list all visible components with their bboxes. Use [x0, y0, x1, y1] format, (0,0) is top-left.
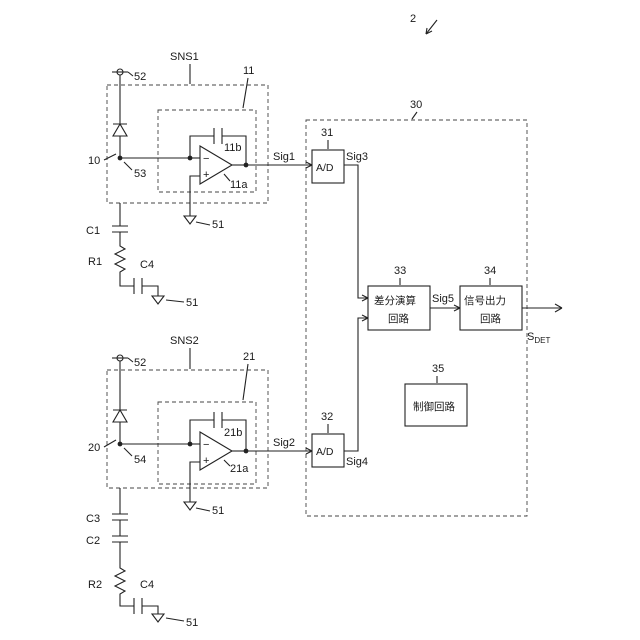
- node-53-label: 53: [134, 168, 146, 180]
- c4-1-label: C4: [140, 259, 154, 271]
- control-circuit-num: 35: [432, 363, 444, 375]
- processor-30: 30 A/D 31 Sig3 A/D 32 Sig4 差分演算 回路 33 Si…: [306, 99, 527, 516]
- sdet-sub: DET: [534, 336, 550, 345]
- sig4-wire: [344, 318, 368, 451]
- adc-31-num: 31: [321, 127, 333, 139]
- diff-circuit-line2: 回路: [388, 312, 409, 325]
- c4-1-ground-wire: [142, 286, 158, 296]
- adc-31-label: A/D: [316, 162, 334, 174]
- vdd-label-2: 52: [134, 357, 146, 369]
- sig1-label: Sig1: [273, 151, 295, 163]
- sdet-main: S: [527, 331, 534, 343]
- sig3-wire: [344, 165, 368, 298]
- amp-block-21-label: 21: [243, 351, 255, 363]
- photodiode-20-leader: [104, 440, 116, 447]
- adc-32-num: 32: [321, 411, 333, 423]
- cap-11b-label: 11b: [224, 142, 242, 154]
- photodiode-20-label: 20: [88, 442, 100, 454]
- opamp-21a-label: 21a: [230, 463, 249, 475]
- sensor-1: SNS1 11 52 10 53 11b − + 11a: [86, 51, 312, 309]
- ground-symbol-c4-1: [152, 296, 164, 304]
- ground-c4-2-leader: [166, 618, 184, 621]
- c2-label: C2: [86, 535, 100, 547]
- ground-amp-2-label: 51: [212, 505, 224, 517]
- sig4-label: Sig4: [346, 456, 368, 468]
- processor-leader: [412, 112, 417, 119]
- r1-label: R1: [88, 256, 102, 268]
- node-54-leader: [124, 448, 132, 456]
- output-circuit-line1: 信号出力: [464, 294, 506, 307]
- sig3-label: Sig3: [346, 151, 368, 163]
- ground-amp-1-leader: [196, 222, 210, 225]
- amp-block-11-leader: [243, 78, 248, 108]
- figure-ref: 2: [410, 13, 416, 25]
- ground-c4-1-leader: [166, 300, 184, 302]
- diff-circuit-line1: 差分演算: [374, 294, 416, 307]
- r2-label: R2: [88, 579, 102, 591]
- feedback-cap-21b: [214, 412, 222, 428]
- ground-amp-2-leader: [196, 508, 210, 511]
- ground-symbol-amp-2: [184, 502, 196, 510]
- sdet-label: SDET: [527, 331, 550, 345]
- vdd-leader-2: [128, 358, 133, 362]
- ground-c4-1-label: 51: [186, 297, 198, 309]
- control-circuit-label: 制御回路: [413, 400, 455, 413]
- sig2-label: Sig2: [273, 437, 295, 449]
- amp-block-21-leader: [243, 364, 248, 400]
- feedback-cap-11b: [214, 128, 222, 144]
- c1-label: C1: [86, 225, 100, 237]
- c4-2-label: C4: [140, 579, 154, 591]
- ground-symbol-c4-2: [152, 614, 164, 622]
- capacitor-c1: [112, 226, 128, 232]
- sns1-label: SNS1: [170, 51, 199, 63]
- diff-circuit-num: 33: [394, 265, 406, 277]
- c4-2-ground-wire: [142, 606, 158, 614]
- sns2-label: SNS2: [170, 335, 199, 347]
- ground-symbol-amp-1: [184, 216, 196, 224]
- vdd-label-1: 52: [134, 71, 146, 83]
- photodiode-10-leader: [104, 154, 116, 160]
- capacitor-c4-1: [134, 278, 142, 294]
- output-circuit-num: 34: [484, 265, 496, 277]
- c3-label: C3: [86, 513, 100, 525]
- sig5-label: Sig5: [432, 293, 454, 305]
- output-circuit-line2: 回路: [480, 312, 501, 325]
- amp-block-11-label: 11: [243, 65, 254, 77]
- capacitor-c3: [112, 514, 128, 520]
- resistor-r2: [115, 542, 134, 606]
- ground-c4-2-label: 51: [186, 617, 198, 629]
- figure-ref-arrow: [426, 20, 437, 34]
- photodiode-20: [113, 410, 127, 422]
- plus-input-ground-wire-1: [190, 176, 200, 216]
- node-53-leader: [124, 162, 132, 170]
- cap-21b-label: 21b: [224, 427, 242, 439]
- plus-input-ground-wire-2: [190, 462, 200, 502]
- adc-32-label: A/D: [316, 446, 334, 458]
- processor-label: 30: [410, 99, 422, 111]
- opamp-21a-minus: −: [203, 439, 209, 451]
- ground-amp-1-label: 51: [212, 219, 224, 231]
- capacitor-c2: [112, 536, 128, 542]
- opamp-11a-minus: −: [203, 153, 209, 165]
- resistor-r1: [115, 232, 134, 286]
- photodiode-10-label: 10: [88, 155, 100, 167]
- opamp-11a-leader: [224, 174, 230, 181]
- capacitor-c4-2: [134, 598, 142, 614]
- node-54-label: 54: [134, 454, 146, 466]
- opamp-21a-plus: +: [203, 455, 209, 467]
- opamp-11a-label: 11a: [230, 179, 248, 191]
- vdd-leader-1: [128, 72, 133, 76]
- opamp-11a-plus: +: [203, 169, 209, 181]
- photodiode-10: [113, 124, 127, 136]
- sensor-2: SNS2 21 52 20 54 21b − + 21a 51: [86, 335, 312, 629]
